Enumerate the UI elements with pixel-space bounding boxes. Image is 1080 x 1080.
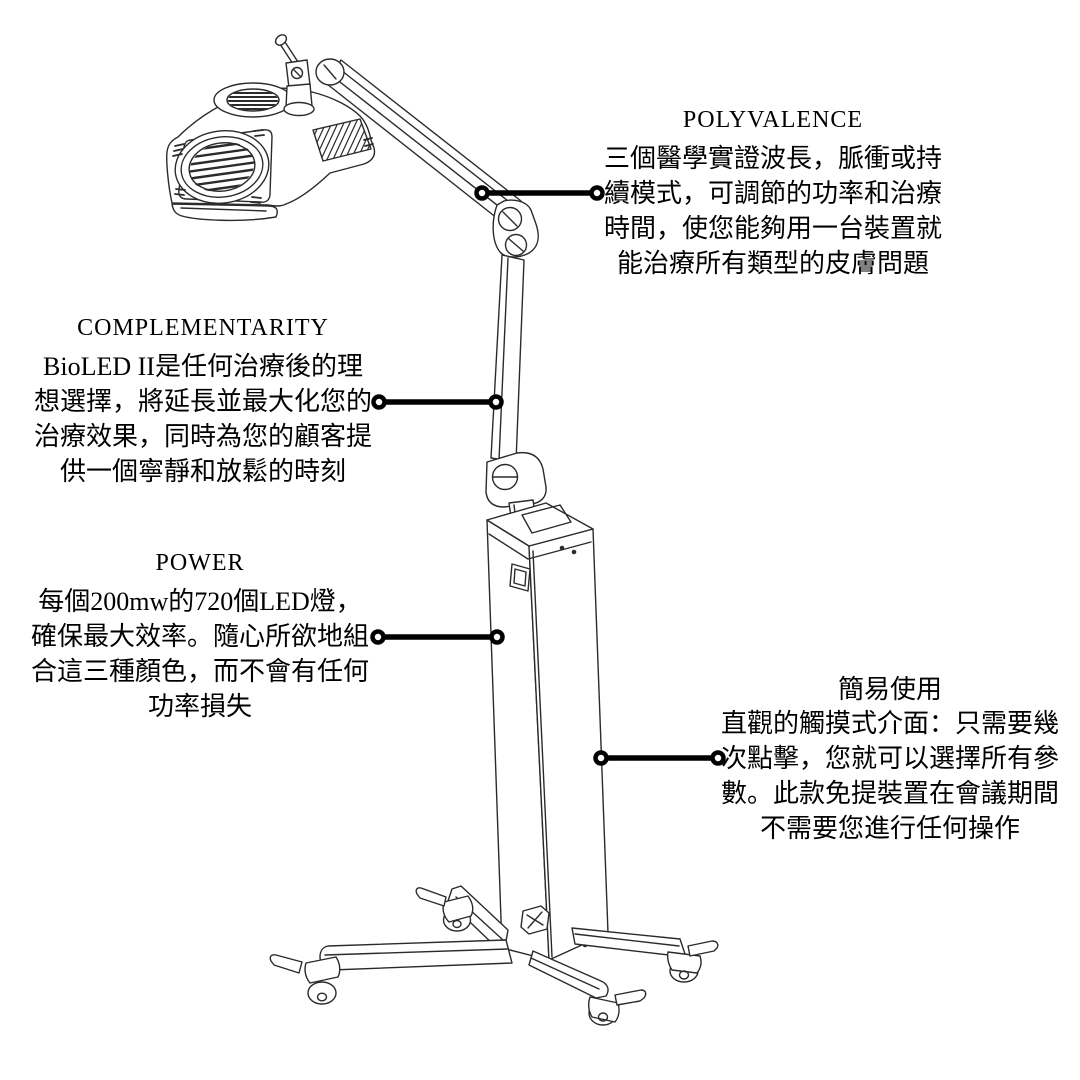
head-bottom-lip xyxy=(171,203,278,222)
callout-title-complementarity: COMPLEMENTARITY xyxy=(77,315,329,341)
brake-lever xyxy=(269,954,303,974)
callout-connector-power xyxy=(370,629,505,645)
callout-body-ease-of-use: 直觀的觸摸式介面：只需要幾 次點擊，您就可以選擇所有參 數。此款免提裝置在會議期… xyxy=(720,709,1059,843)
brake-lever xyxy=(415,887,447,907)
column-top-face xyxy=(486,502,594,547)
caster-front-left xyxy=(269,954,341,1005)
top-panel xyxy=(521,504,572,534)
callout-connector-complementarity xyxy=(371,394,504,410)
callout-connector-polyvalence xyxy=(474,185,605,201)
corner-grip-marks xyxy=(172,129,374,204)
top-vent xyxy=(226,88,280,112)
callout-body-power: 每個200mw的720個LED燈， 確保最大效率。隨心所欲地組 合這三種顏色，而… xyxy=(30,587,369,721)
callout-title-power: POWER xyxy=(155,550,245,576)
callout-power: POWER 每個200mw的720個LED燈， 確保最大效率。隨心所欲地組 合這… xyxy=(15,548,385,724)
callout-polyvalence: POLYVALENCE 三個醫學實證波長，脈衝或持 續模式，可調節的功率和治療 … xyxy=(563,105,983,281)
head-mount xyxy=(274,34,315,117)
lower-arm xyxy=(490,254,525,463)
star-base xyxy=(269,885,719,1026)
control-column xyxy=(486,502,609,961)
callout-ease-of-use: 簡易使用 直觀的觸摸式介面：只需要幾 次點擊，您就可以選擇所有參 數。此款免提裝… xyxy=(702,672,1078,846)
callout-title-ease-of-use: 簡易使用 xyxy=(837,674,942,704)
caster-front-right xyxy=(587,989,647,1026)
front-vent xyxy=(174,130,270,204)
caster-back-right xyxy=(666,940,719,983)
callout-body-complementarity: BioLED II是任何治療後的理 想選擇，將延長並最大化您的 治療效果，同時為… xyxy=(33,352,372,486)
callout-connector-ease-of-use xyxy=(593,750,726,766)
leg-front-right xyxy=(528,950,609,999)
lever-knob xyxy=(274,34,288,46)
brake-lever xyxy=(614,989,647,1006)
callout-complementarity: COMPLEMENTARITY BioLED II是任何治療後的理 想選擇，將延… xyxy=(20,313,386,489)
power-switch xyxy=(509,563,531,592)
caster-back-left xyxy=(415,887,474,932)
elbow-joint xyxy=(492,199,539,258)
brake-lever xyxy=(687,940,719,957)
callout-body-polyvalence: 三個醫學實證波長，脈衝或持 續模式，可調節的功率和治療 時間，使您能夠用一台裝置… xyxy=(603,144,942,278)
callout-connectors xyxy=(370,185,726,766)
leg-front-left xyxy=(319,939,513,971)
upper-arm xyxy=(315,58,522,227)
callout-title-polyvalence: POLYVALENCE xyxy=(682,107,864,133)
power-inlet xyxy=(520,905,550,935)
lamp-head xyxy=(166,82,376,222)
